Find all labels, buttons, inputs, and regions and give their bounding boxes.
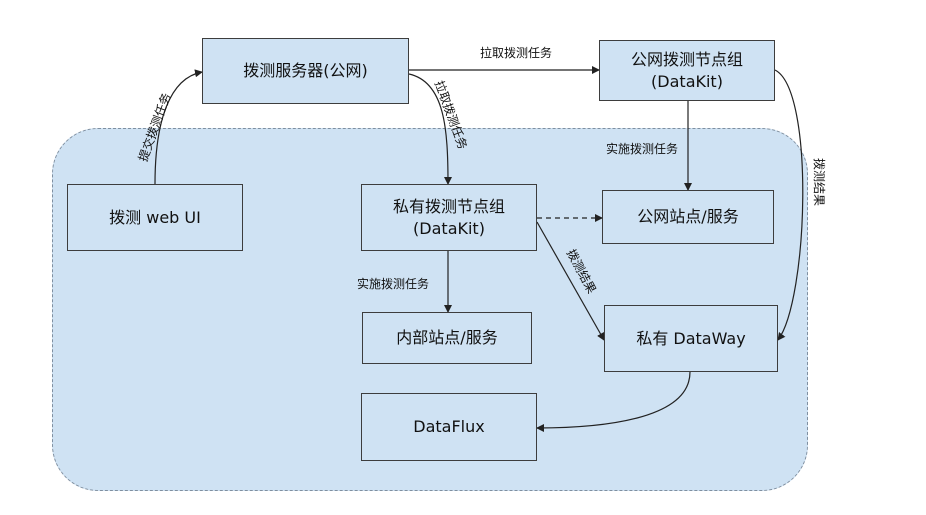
probe-server-label: 拨测服务器(公网) xyxy=(243,61,368,80)
pull-task-top-label: 拉取拨测任务 xyxy=(480,46,553,60)
public-probe-group-subtitle: (DataKit) xyxy=(651,71,723,91)
edge-result-private xyxy=(536,221,605,341)
execute-task-internal-label: 实施拨测任务 xyxy=(357,277,430,291)
internal-sites-node: 内部站点/服务 xyxy=(362,312,532,364)
web-ui-node: 拨测 web UI xyxy=(67,184,243,251)
execute-task-public-label: 实施拨测任务 xyxy=(606,142,679,156)
private-dataway-label: 私有 DataWay xyxy=(636,328,746,348)
public-sites-label: 公网站点/服务 xyxy=(637,207,739,226)
edge-result-public xyxy=(774,69,804,341)
public-sites-node: 公网站点/服务 xyxy=(602,190,774,244)
private-probe-group-node: 私有拨测节点组 (DataKit) xyxy=(361,184,537,251)
public-probe-group-title: 公网拨测节点组 xyxy=(630,49,743,69)
internal-sites-label: 内部站点/服务 xyxy=(396,328,498,347)
edge-pull-task-private xyxy=(408,73,452,185)
web-ui-label: 拨测 web UI xyxy=(109,207,201,227)
edge-submit-task xyxy=(154,69,203,185)
dataflux-label: DataFlux xyxy=(413,417,485,436)
public-probe-group-node: 公网拨测节点组 (DataKit) xyxy=(599,40,775,101)
edge-dataway-to-dataflux xyxy=(536,371,691,432)
result-public-label: 拨测结果 xyxy=(812,158,826,207)
private-probe-group-subtitle: (DataKit) xyxy=(413,218,485,238)
dataflux-node: DataFlux xyxy=(361,393,537,461)
probe-server-node: 拨测服务器(公网) xyxy=(202,38,409,104)
private-probe-group-title: 私有拨测节点组 xyxy=(392,196,505,216)
private-dataway-node: 私有 DataWay xyxy=(604,305,778,372)
